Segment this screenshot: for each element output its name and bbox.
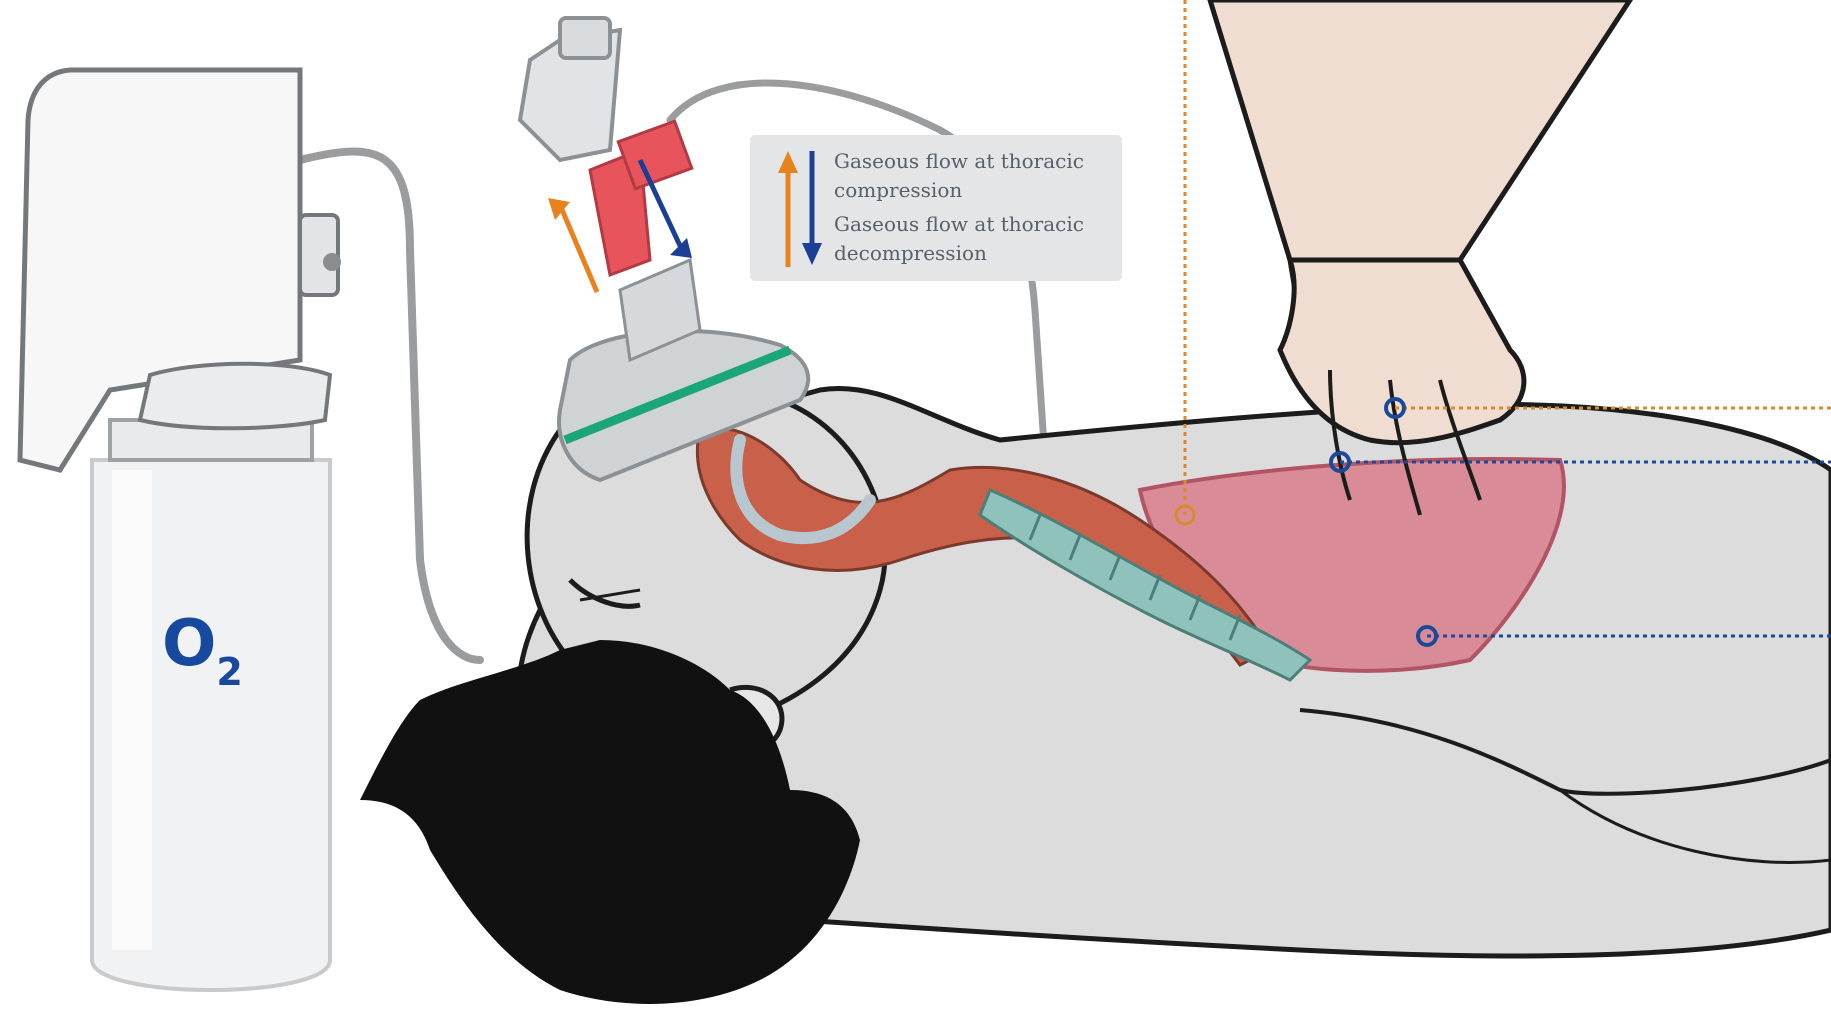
compression-flow-arrow <box>548 198 597 292</box>
oxygen-label-main: O <box>162 607 216 681</box>
legend-compression-arrow-icon <box>778 151 798 267</box>
oxygen-label-subscript: 2 <box>216 650 242 694</box>
flow-legend: Gaseous flow at thoracic compression Gas… <box>750 135 1122 281</box>
oxygen-cylinder-icon <box>20 70 341 990</box>
legend-decompression-arrow-icon <box>802 151 822 265</box>
legend-arrows <box>770 149 830 269</box>
legend-decompression-text: Gaseous flow at thoracic decompression <box>834 210 1104 268</box>
legend-compression-text: Gaseous flow at thoracic compression <box>834 147 1104 205</box>
oxygen-label: O2 <box>162 612 243 704</box>
